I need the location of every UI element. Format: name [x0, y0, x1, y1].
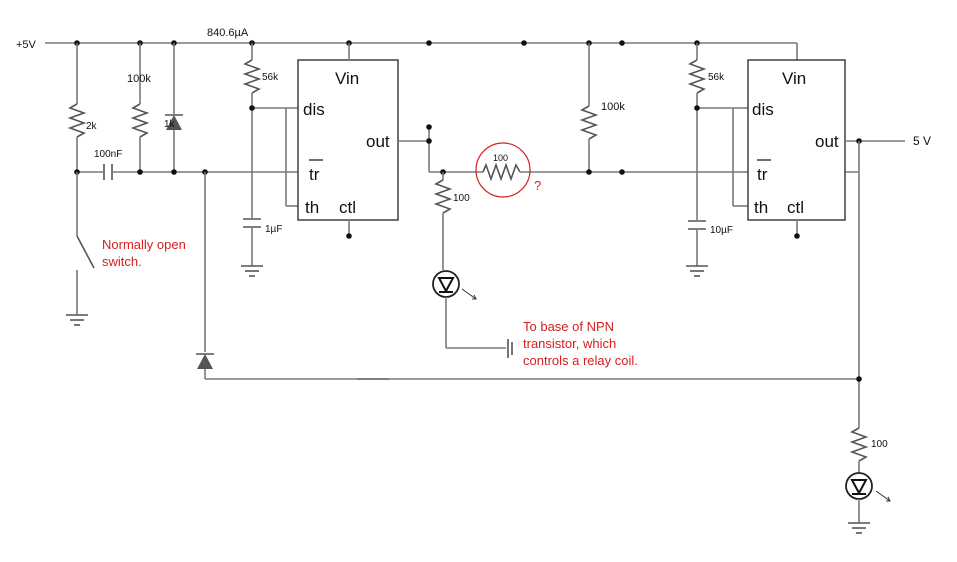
- resistor-r3-label: 1k: [164, 119, 176, 130]
- capacitor-c2: [686, 220, 708, 277]
- junction: [619, 169, 625, 175]
- ground-icon: [66, 314, 88, 326]
- timer1-vin-pin: Vin: [335, 69, 359, 88]
- supply-label: +5V: [16, 39, 37, 51]
- base-note-line1: To base of NPN: [523, 319, 614, 334]
- timer1-ctl-pin: ctl: [339, 198, 356, 217]
- supply-current-readout: 840.6µA: [207, 27, 249, 39]
- capacitor-c1: [241, 218, 263, 277]
- timer2-chip: [747, 59, 846, 239]
- resistor-r1-label: 2k: [86, 121, 98, 132]
- timer2-output-wiring: [845, 138, 905, 428]
- base-note-line3: controls a relay coil.: [523, 353, 638, 368]
- led-indicator-1: [432, 270, 477, 300]
- timer1-dis-pin: dis: [303, 100, 325, 119]
- timer1-output-wiring: [398, 124, 483, 175]
- resistor-out-label: 100: [871, 439, 888, 450]
- timer2-ctl-pin: ctl: [787, 198, 804, 217]
- question-mark: ?: [534, 178, 541, 193]
- capacitor-c1-label: 1µF: [265, 224, 282, 235]
- output-label: 5 V: [913, 134, 931, 148]
- diode-clamp: [165, 43, 183, 172]
- feedback-diode: [196, 172, 859, 380]
- base-note-line2: transistor, which: [523, 336, 616, 351]
- supply-rail: [45, 42, 798, 60]
- timer1-out-pin: out: [366, 132, 390, 151]
- resistor-r5: [579, 43, 599, 172]
- resistor-r7-label: 100: [453, 193, 470, 204]
- junction: [694, 105, 700, 111]
- timer2-tr-pin: tr: [757, 165, 768, 184]
- resistor-r7: [433, 172, 453, 270]
- timer2-dis-pin: dis: [752, 100, 774, 119]
- capacitor-c-in: [77, 164, 298, 180]
- resistor-r6: [687, 43, 707, 220]
- resistor-r5-label: 100k: [601, 101, 625, 113]
- junction: [171, 169, 177, 175]
- resistor-r4: [242, 43, 262, 218]
- resistor-r4-label: 56k: [262, 72, 279, 83]
- timer2-th-pin: th: [754, 198, 768, 217]
- junction: [586, 169, 592, 175]
- resistor-r2: [130, 43, 150, 172]
- junction: [249, 105, 255, 111]
- resistor-r2-label: 100k: [127, 73, 151, 85]
- normally-open-switch: [76, 172, 95, 315]
- timer1-tr-pin: tr: [309, 165, 320, 184]
- capacitor-c2-label: 10µF: [710, 225, 733, 236]
- resistor-r1: [67, 43, 87, 172]
- led-indicator-2: [845, 472, 891, 502]
- timer2-vin-pin: Vin: [782, 69, 806, 88]
- junction: [137, 169, 143, 175]
- highlight-circle: [475, 142, 531, 198]
- base-lead: [445, 297, 513, 358]
- switch-note-line1: Normally open: [102, 237, 186, 252]
- timer1-chip: [297, 43, 399, 239]
- capacitor-c-in-label: 100nF: [94, 149, 122, 160]
- timer2-out-pin: out: [815, 132, 839, 151]
- switch-note-line2: switch.: [102, 254, 142, 269]
- resistor-out: [849, 427, 869, 473]
- resistor-r6-label: 56k: [708, 72, 725, 83]
- ground-icon: [848, 522, 870, 534]
- resistor-mid-label: 100: [493, 153, 508, 163]
- timer1-th-pin: th: [305, 198, 319, 217]
